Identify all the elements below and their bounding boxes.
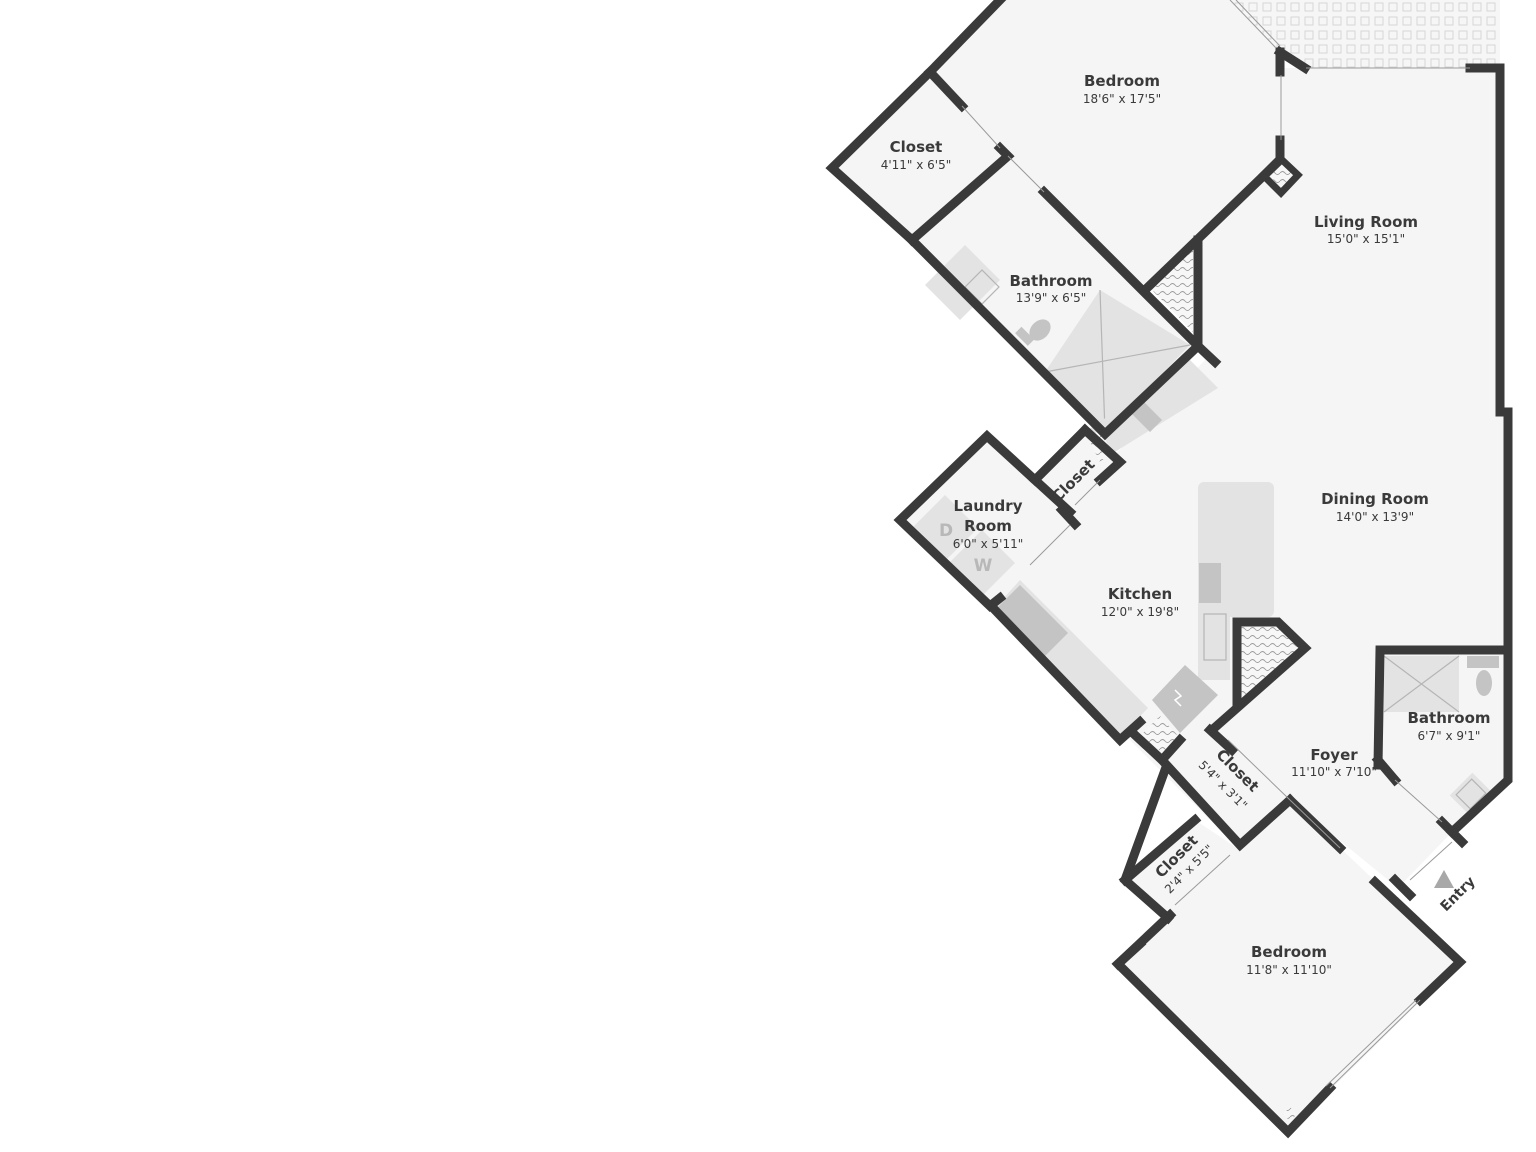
room-name: Foyer — [1310, 746, 1358, 764]
room-name: Bathroom — [1009, 272, 1092, 290]
counter-hall — [1085, 360, 1218, 455]
shower-main — [1045, 290, 1190, 432]
room-name-line1: Laundry — [954, 497, 1023, 515]
dishwasher-icon — [1199, 563, 1221, 603]
room-bathroom-2: Bathroom 6'7" x 9'1" — [1407, 709, 1490, 743]
room-dims: 6'7" x 9'1" — [1418, 729, 1481, 743]
dryer-label: D — [939, 521, 953, 541]
room-name: Living Room — [1314, 213, 1418, 231]
toilet-tank-2-icon — [1467, 656, 1499, 668]
stove-icon — [995, 585, 1068, 658]
room-foyer: Foyer 11'10" x 7'10" — [1291, 746, 1377, 779]
room-dims: 11'8" x 11'10" — [1246, 963, 1332, 977]
room-name: Bathroom — [1407, 709, 1490, 727]
terrace-floor — [1230, 0, 1500, 68]
room-dining-room: Dining Room 14'0" x 13'9" — [1321, 490, 1429, 524]
entry-arrow-icon — [1434, 870, 1454, 888]
toilet-icon — [1029, 319, 1051, 341]
windows — [961, 0, 1470, 1089]
closet-bed2-floor — [1125, 820, 1240, 915]
toilet-tank-icon — [1015, 326, 1035, 346]
room-bedroom-2: Bedroom 11'8" x 11'10" — [1246, 943, 1332, 977]
room-dims: 12'0" x 19'8" — [1101, 605, 1179, 619]
room-name: Closet — [890, 138, 943, 156]
room-name: Bedroom — [1251, 943, 1327, 961]
room-dims: 6'0" x 5'11" — [953, 537, 1024, 551]
room-dims: 18'6" x 17'5" — [1083, 92, 1161, 106]
shaft-4 — [1210, 622, 1300, 730]
entry-marker: Entry — [1434, 870, 1479, 915]
dryer — [913, 495, 978, 560]
room-dims: 4'11" x 6'5" — [881, 158, 952, 172]
room-dims: 15'0" x 15'1" — [1327, 232, 1405, 246]
room-dims: 14'0" x 13'9" — [1336, 510, 1414, 524]
room-bedroom-main: Bedroom 18'6" x 17'5" — [1083, 72, 1161, 106]
room-kitchen: Kitchen 12'0" x 19'8" — [1101, 585, 1179, 619]
shaft-1 — [1150, 248, 1193, 332]
room-dims: 13'9" x 6'5" — [1016, 291, 1087, 305]
washer — [950, 530, 1015, 595]
walls — [825, 0, 1513, 1139]
room-bathroom-main: Bathroom 13'9" x 6'5" — [1009, 272, 1092, 305]
room-name-line2: Room — [964, 517, 1012, 535]
fixtures: D W — [913, 245, 1499, 816]
toilet-2-icon — [1476, 670, 1492, 696]
kitchen-sink-icon — [1203, 613, 1227, 661]
room-name: Kitchen — [1108, 585, 1172, 603]
room-closet-main: Closet 4'11" x 6'5" — [881, 138, 952, 172]
closet-main-floor — [833, 75, 1002, 238]
washer-label: W — [974, 556, 993, 576]
shaft-6 — [1283, 1107, 1297, 1121]
vanity-main — [925, 245, 1000, 320]
bedroom-main-floor — [930, 0, 1280, 290]
room-dims: 11'10" x 7'10" — [1291, 765, 1377, 779]
oven-icon — [1152, 665, 1218, 733]
room-living-room: Living Room 15'0" x 15'1" — [1314, 213, 1418, 246]
sink-2-icon — [1449, 772, 1493, 816]
room-laundry: Laundry Room 6'0" x 5'11" — [953, 497, 1024, 551]
room-name: Dining Room — [1321, 490, 1429, 508]
closet-foyer-floor — [1165, 740, 1288, 848]
room-name: Bedroom — [1084, 72, 1160, 90]
